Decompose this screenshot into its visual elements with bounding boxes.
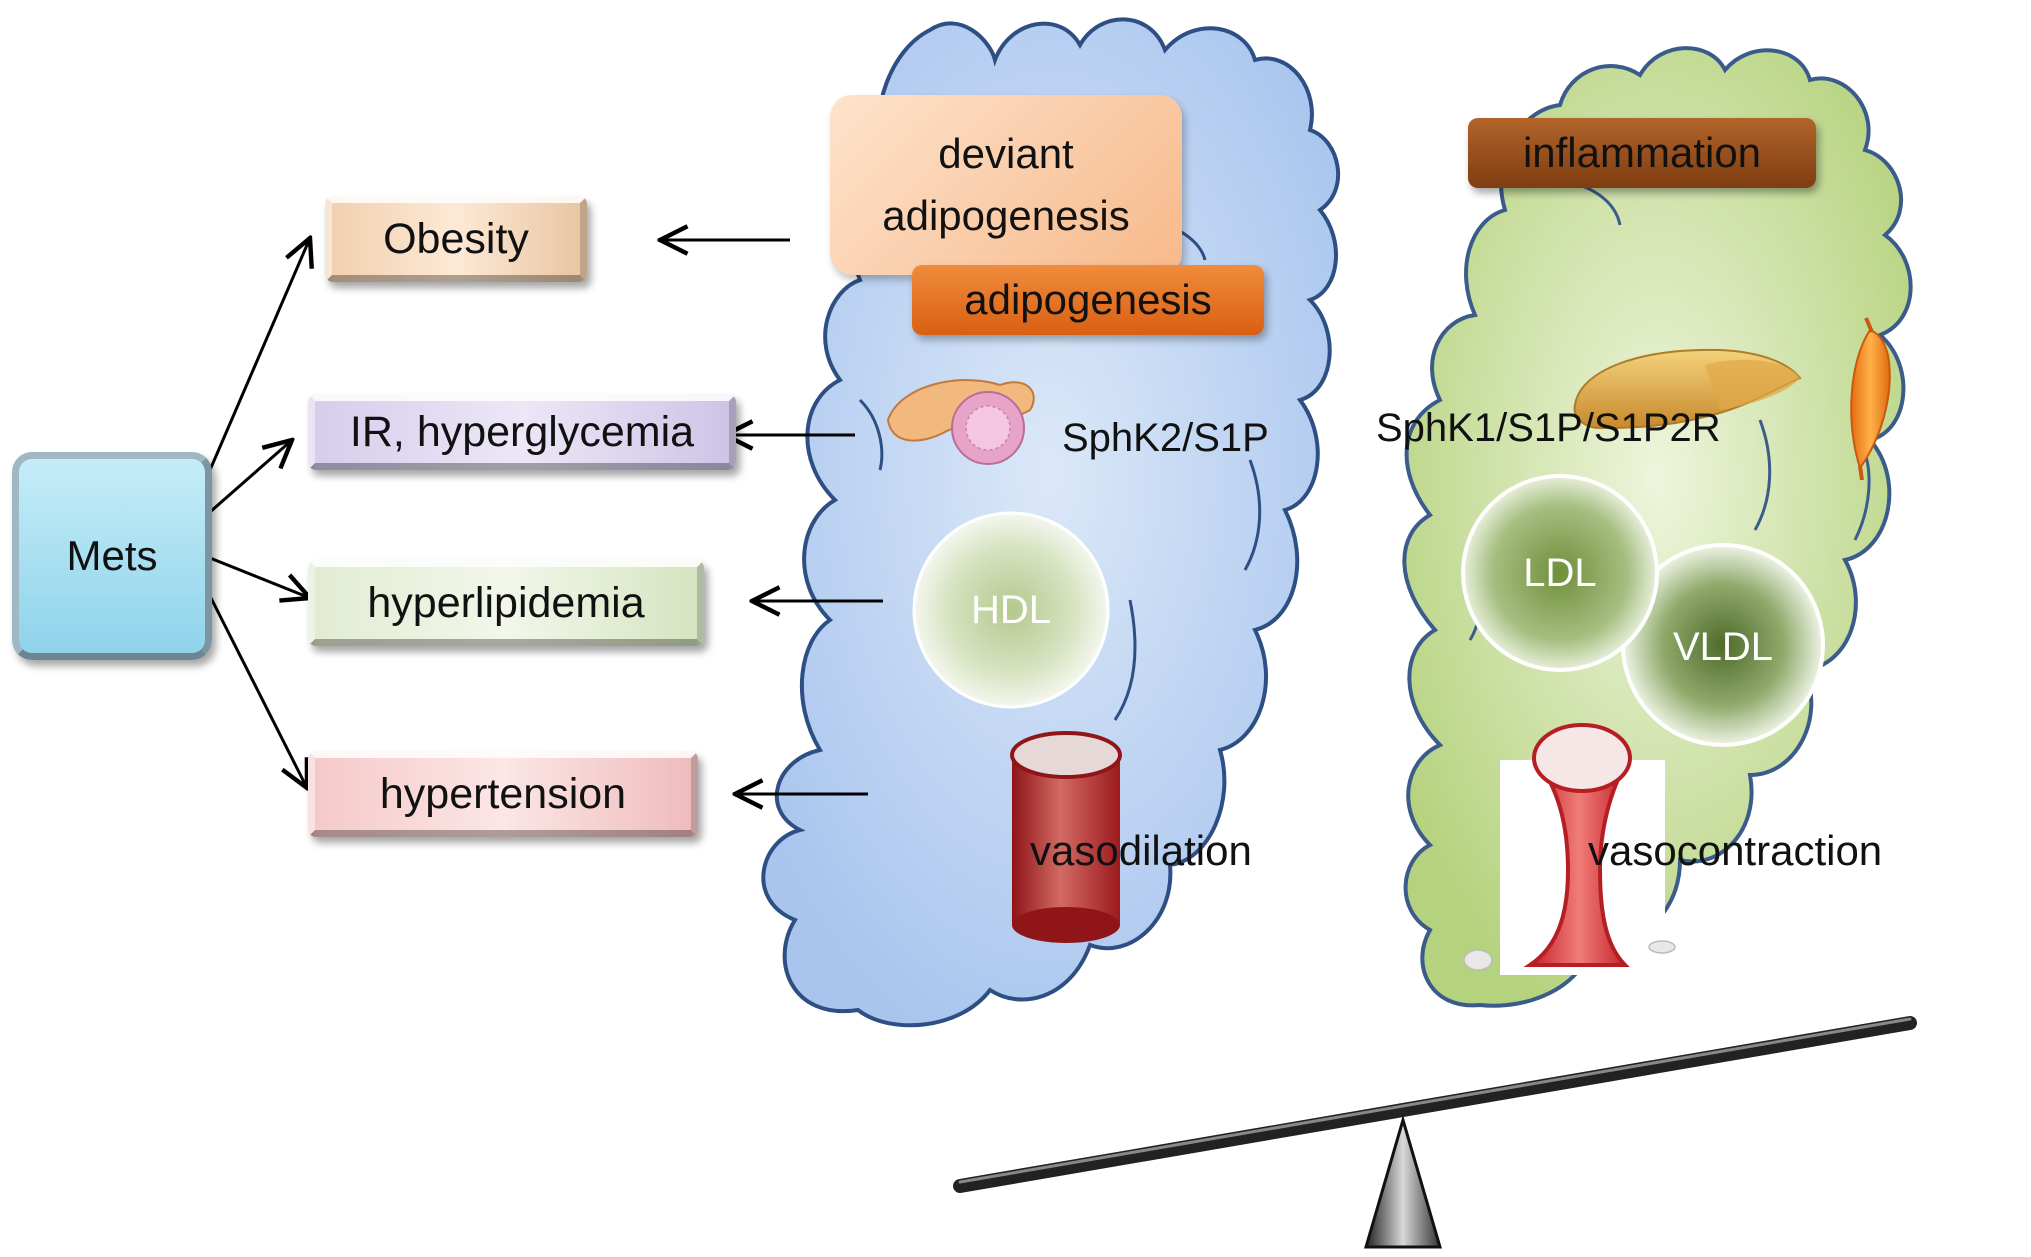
hyperlipidemia-node: hyperlipidemia xyxy=(308,560,704,646)
hdl-label: HDL xyxy=(970,587,1052,632)
vasocontraction-label: vasocontraction xyxy=(1588,827,1883,874)
constricted-vessel-icon xyxy=(1463,723,1676,975)
ldl-label: LDL xyxy=(1523,550,1597,595)
obesity-node: Obesity xyxy=(325,196,587,282)
mets-label: Mets xyxy=(66,532,158,579)
ldl-particle xyxy=(1461,474,1659,672)
sphk2-s1p-label: SphK2/S1P xyxy=(1062,415,1269,460)
deviant-adipogenesis-box: deviant adipogenesis xyxy=(830,95,1182,275)
sphk1-s1p-s1p2r-label: SphK1/S1P/S1P2R xyxy=(1376,405,1721,450)
vasodilation-label: vasodilation xyxy=(1030,827,1252,874)
cloud-arrows xyxy=(660,240,883,794)
deviant-adipogenesis-label: deviant adipogenesis xyxy=(882,130,1130,239)
inflammation-box: inflammation xyxy=(1468,118,1816,188)
hypertension-label: hypertension xyxy=(379,769,627,818)
balance-seesaw xyxy=(953,1016,1917,1249)
liver-icon xyxy=(1573,348,1802,430)
inflammation-label: inflammation xyxy=(1522,129,1762,176)
mets-connectors xyxy=(208,238,310,788)
obesity-label: Obesity xyxy=(383,214,529,263)
ir-hyperglycemia-node: IR, hyperglycemia xyxy=(308,394,736,470)
muscle-icon xyxy=(1850,317,1891,481)
hyperlipidemia-label: hyperlipidemia xyxy=(367,578,645,627)
ir-hyperglycemia-label: IR, hyperglycemia xyxy=(349,407,695,456)
adipogenesis-box: adipogenesis xyxy=(912,265,1264,335)
dilated-vessel-icon xyxy=(1010,731,1122,943)
vldl-label: VLDL xyxy=(1672,624,1774,669)
hdl-particle xyxy=(912,511,1110,709)
pancreas-icon xyxy=(886,379,1035,465)
hypertension-node: hypertension xyxy=(308,751,698,837)
mets-node: Mets xyxy=(12,452,212,660)
adipogenesis-label: adipogenesis xyxy=(964,276,1212,323)
